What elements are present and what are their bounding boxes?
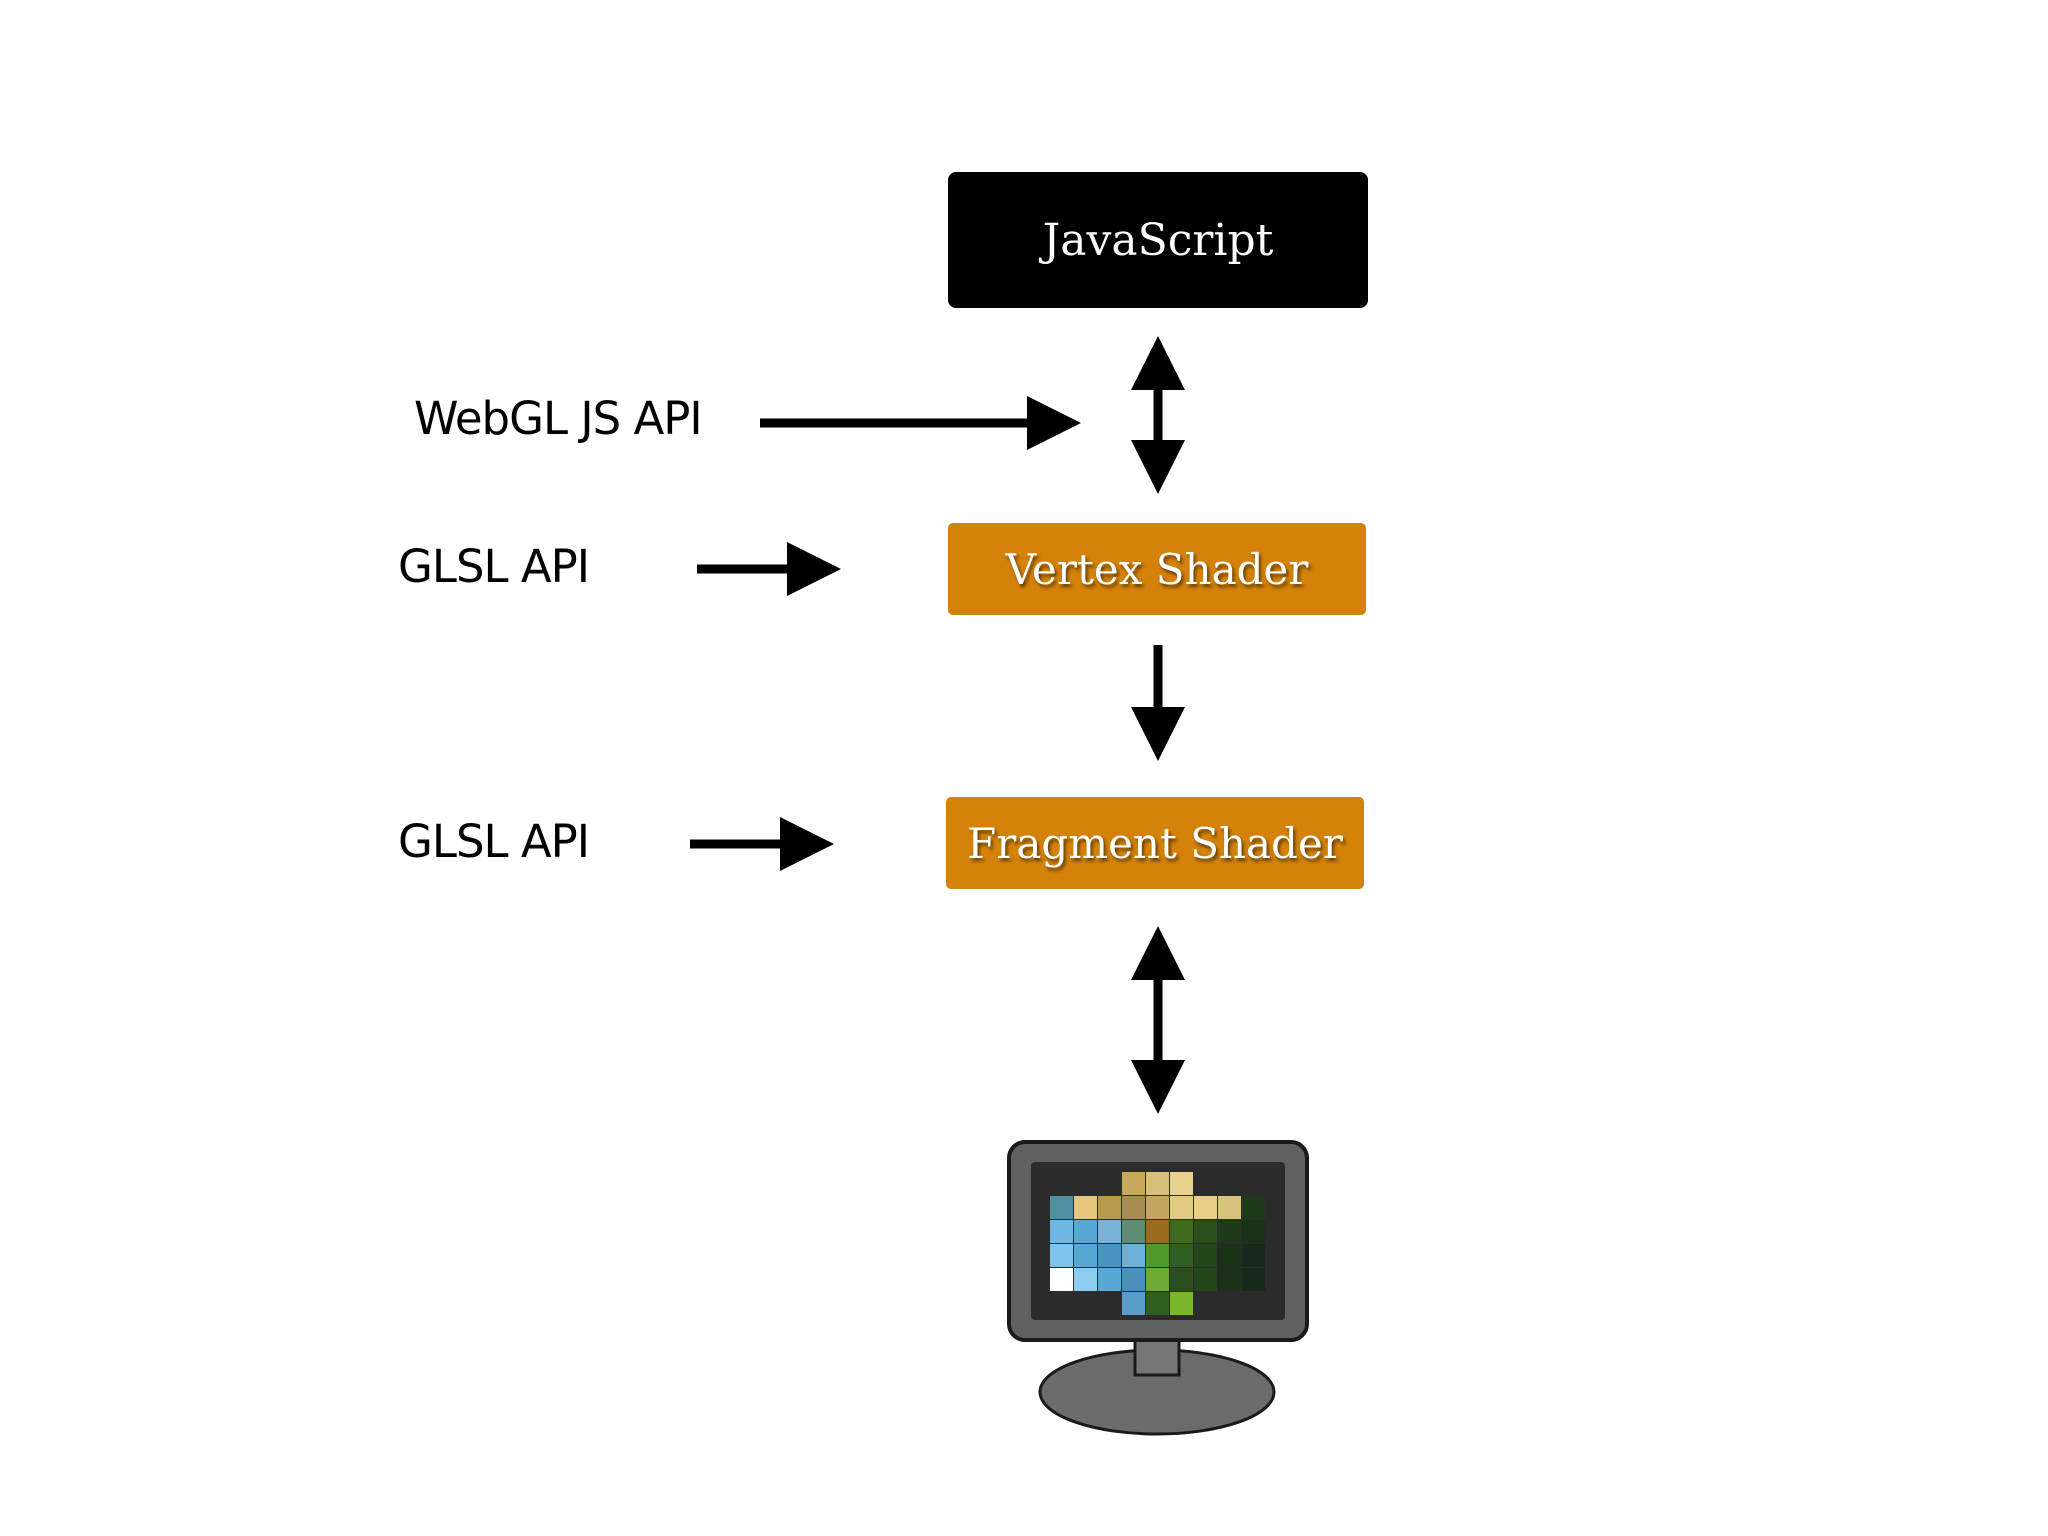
screen-pixel bbox=[1218, 1268, 1241, 1291]
screen-pixel bbox=[1194, 1244, 1217, 1267]
screen-pixel bbox=[1218, 1244, 1241, 1267]
screen-pixel bbox=[1170, 1268, 1193, 1291]
screen-pixel bbox=[1146, 1244, 1169, 1267]
screen-pixel bbox=[1050, 1196, 1073, 1219]
screen-pixel bbox=[1242, 1196, 1265, 1219]
screen-pixel bbox=[1242, 1268, 1265, 1291]
screen-pixel bbox=[1170, 1196, 1193, 1219]
screen-pixel bbox=[1218, 1220, 1241, 1243]
screen-pixel bbox=[1170, 1220, 1193, 1243]
screen-pixel bbox=[1242, 1220, 1265, 1243]
screen-pixel bbox=[1218, 1196, 1241, 1219]
screen-pixel bbox=[1122, 1244, 1145, 1267]
vertex-shader-box: Vertex Shader bbox=[948, 523, 1366, 615]
screen-pixel bbox=[1122, 1196, 1145, 1219]
glsl-api-label-vertex: GLSL API bbox=[398, 540, 590, 593]
screen-pixel bbox=[1074, 1244, 1097, 1267]
screen-pixel bbox=[1122, 1292, 1145, 1315]
screen-pixel bbox=[1050, 1244, 1073, 1267]
screen-pixel bbox=[1170, 1292, 1193, 1315]
webgl-js-api-label: WebGL JS API bbox=[414, 392, 703, 445]
screen-pixel bbox=[1098, 1196, 1121, 1219]
screen-pixel bbox=[1242, 1244, 1265, 1267]
monitor-icon bbox=[1007, 1140, 1309, 1436]
screen-pixel bbox=[1146, 1220, 1169, 1243]
fragment-shader-label: Fragment Shader bbox=[967, 818, 1343, 868]
screen-pixel bbox=[1098, 1220, 1121, 1243]
screen-pixel bbox=[1098, 1268, 1121, 1291]
vertex-shader-label: Vertex Shader bbox=[1005, 544, 1309, 594]
screen-pixel bbox=[1074, 1220, 1097, 1243]
screen-pixel bbox=[1194, 1220, 1217, 1243]
javascript-label: JavaScript bbox=[1042, 214, 1274, 266]
glsl-api-label-fragment: GLSL API bbox=[398, 815, 590, 868]
screen-pixel bbox=[1122, 1268, 1145, 1291]
screen-pixel bbox=[1050, 1268, 1073, 1291]
screen-pixel bbox=[1098, 1244, 1121, 1267]
monitor-stand-neck bbox=[1133, 1338, 1181, 1377]
fragment-shader-box: Fragment Shader bbox=[946, 797, 1364, 889]
screen-pixel bbox=[1146, 1292, 1169, 1315]
screen-pixel bbox=[1122, 1220, 1145, 1243]
screen-pixel bbox=[1170, 1244, 1193, 1267]
pixel-grid bbox=[1050, 1172, 1265, 1315]
screen-pixel bbox=[1194, 1196, 1217, 1219]
screen-pixel bbox=[1170, 1172, 1193, 1195]
screen-pixel bbox=[1074, 1268, 1097, 1291]
screen-pixel bbox=[1146, 1268, 1169, 1291]
screen-pixel bbox=[1122, 1172, 1145, 1195]
screen-pixel bbox=[1050, 1220, 1073, 1243]
screen-pixel bbox=[1146, 1172, 1169, 1195]
screen-pixel bbox=[1074, 1196, 1097, 1219]
javascript-box: JavaScript bbox=[948, 172, 1368, 308]
screen-pixel bbox=[1146, 1196, 1169, 1219]
screen-pixel bbox=[1194, 1268, 1217, 1291]
